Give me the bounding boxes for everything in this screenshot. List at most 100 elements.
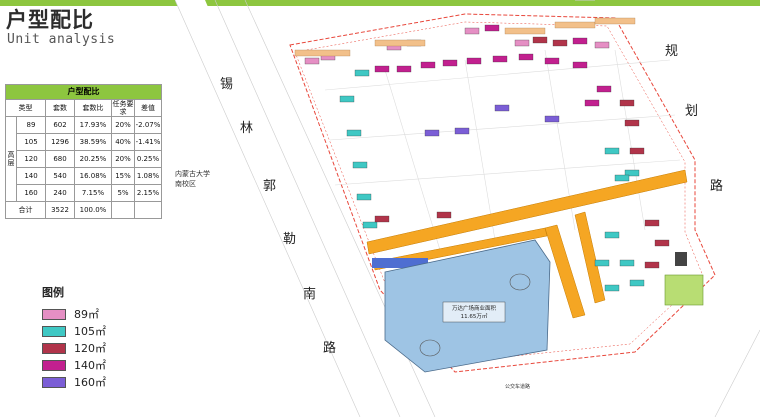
residential-building [374, 215, 390, 223]
commercial-streets [366, 169, 688, 319]
residential-building [654, 239, 670, 247]
residential-building [644, 219, 660, 227]
residential-building [354, 69, 370, 77]
road-west-char: 锡 [220, 77, 233, 92]
table-header-cell: 套数比 [74, 99, 112, 117]
residential-building [494, 104, 510, 112]
residential-building [596, 85, 612, 93]
lowrise-commercial-strip [294, 49, 351, 57]
campus-label-2: 南校区 [175, 179, 196, 188]
table-cell-req: 15% [111, 167, 135, 185]
legend-label: 89㎡ [74, 308, 99, 321]
residential-building [552, 39, 568, 47]
legend-item: 105㎡ [42, 323, 106, 339]
lowrise-commercial-strip [594, 17, 636, 25]
table-cell-type: 89 [16, 116, 46, 134]
internal-streets [324, 49, 681, 251]
table-cell-diff: 2.15% [134, 184, 162, 202]
residential-building [614, 174, 630, 182]
header-accent-bar [0, 0, 760, 6]
legend-swatch [42, 325, 66, 337]
road-west-char: 林 [240, 121, 253, 136]
residential-buildings [294, 17, 670, 292]
legend-item: 120㎡ [42, 340, 106, 356]
table-header-row: 类型套数套数比任务要求差值 [5, 99, 162, 117]
residential-building [624, 169, 640, 177]
legend-item: 160㎡ [42, 374, 106, 390]
residential-building [484, 24, 500, 32]
residential-building [624, 119, 640, 127]
residential-building [454, 127, 470, 135]
residential-building [356, 193, 372, 201]
lowrise-commercial-strip [504, 27, 546, 35]
table-total-cell: 合计 [5, 201, 46, 219]
residential-building [374, 65, 390, 73]
residential-building [464, 27, 480, 35]
residential-building [442, 59, 458, 67]
table-cell-diff: -1.41% [134, 133, 162, 151]
mall-dome-2 [509, 273, 531, 291]
table-cell-diff: -2.07% [134, 116, 162, 134]
residential-building [584, 99, 600, 107]
table-total-cell: 100.0% [74, 201, 112, 219]
road-west-char: 勒 [283, 232, 296, 247]
residential-building [544, 115, 560, 123]
residential-building [604, 284, 620, 292]
table-header-cell: 套数 [45, 99, 75, 117]
legend-label: 120㎡ [74, 342, 106, 355]
residential-building [466, 57, 482, 65]
lowrise-commercial-strip [374, 39, 426, 47]
lowrise-commercial-strip [554, 21, 596, 29]
table-cell-type: 120 [16, 150, 46, 168]
table-cell-req: 20% [111, 150, 135, 168]
table-header-cell: 差值 [134, 99, 162, 117]
table-caption: 户型配比 [5, 84, 162, 100]
table-group-cell: 高层 [5, 116, 17, 202]
residential-building [644, 261, 660, 269]
table-cell-ratio: 7.15% [74, 184, 112, 202]
residential-building [604, 231, 620, 239]
road-west-char: 路 [323, 340, 336, 356]
table-cell-ratio: 17.93% [74, 116, 112, 134]
mall-label-box [442, 301, 506, 323]
residential-building [346, 129, 362, 137]
road-east-char: 划 [685, 104, 698, 119]
residential-building [352, 161, 368, 169]
table-cell-count: 540 [45, 167, 75, 185]
table-cell-ratio: 20.25% [74, 150, 112, 168]
campus-label-1: 内蒙古大学 [175, 169, 210, 178]
residential-building [518, 53, 534, 61]
table-header-cell: 任务要求 [111, 99, 135, 117]
residential-building [604, 147, 620, 155]
mall-label-line-1: 万达广场商业面积 [452, 304, 497, 312]
road-west-char: 南 [303, 286, 316, 302]
legend-label: 105㎡ [74, 325, 106, 338]
residential-building [619, 259, 635, 267]
legend-item: 140㎡ [42, 357, 106, 373]
residential-building [594, 41, 610, 49]
table-cell-count: 602 [45, 116, 75, 134]
green-park [664, 274, 704, 306]
substation-block [675, 252, 687, 266]
road-east-char: 规 [665, 44, 678, 59]
table-cell-type: 140 [16, 167, 46, 185]
legend-swatch [42, 376, 66, 388]
table-cell-req: 5% [111, 184, 135, 202]
road-east-char: 路 [710, 178, 723, 194]
table-cell-type: 160 [16, 184, 46, 202]
residential-building [629, 147, 645, 155]
table-cell-count: 240 [45, 184, 75, 202]
legend-swatch [42, 308, 66, 320]
table-cell-diff: 1.08% [134, 167, 162, 185]
mall-label-line-2: 11.65万㎡ [461, 312, 488, 320]
residential-building [572, 37, 588, 45]
legend-label: 140㎡ [74, 359, 106, 372]
